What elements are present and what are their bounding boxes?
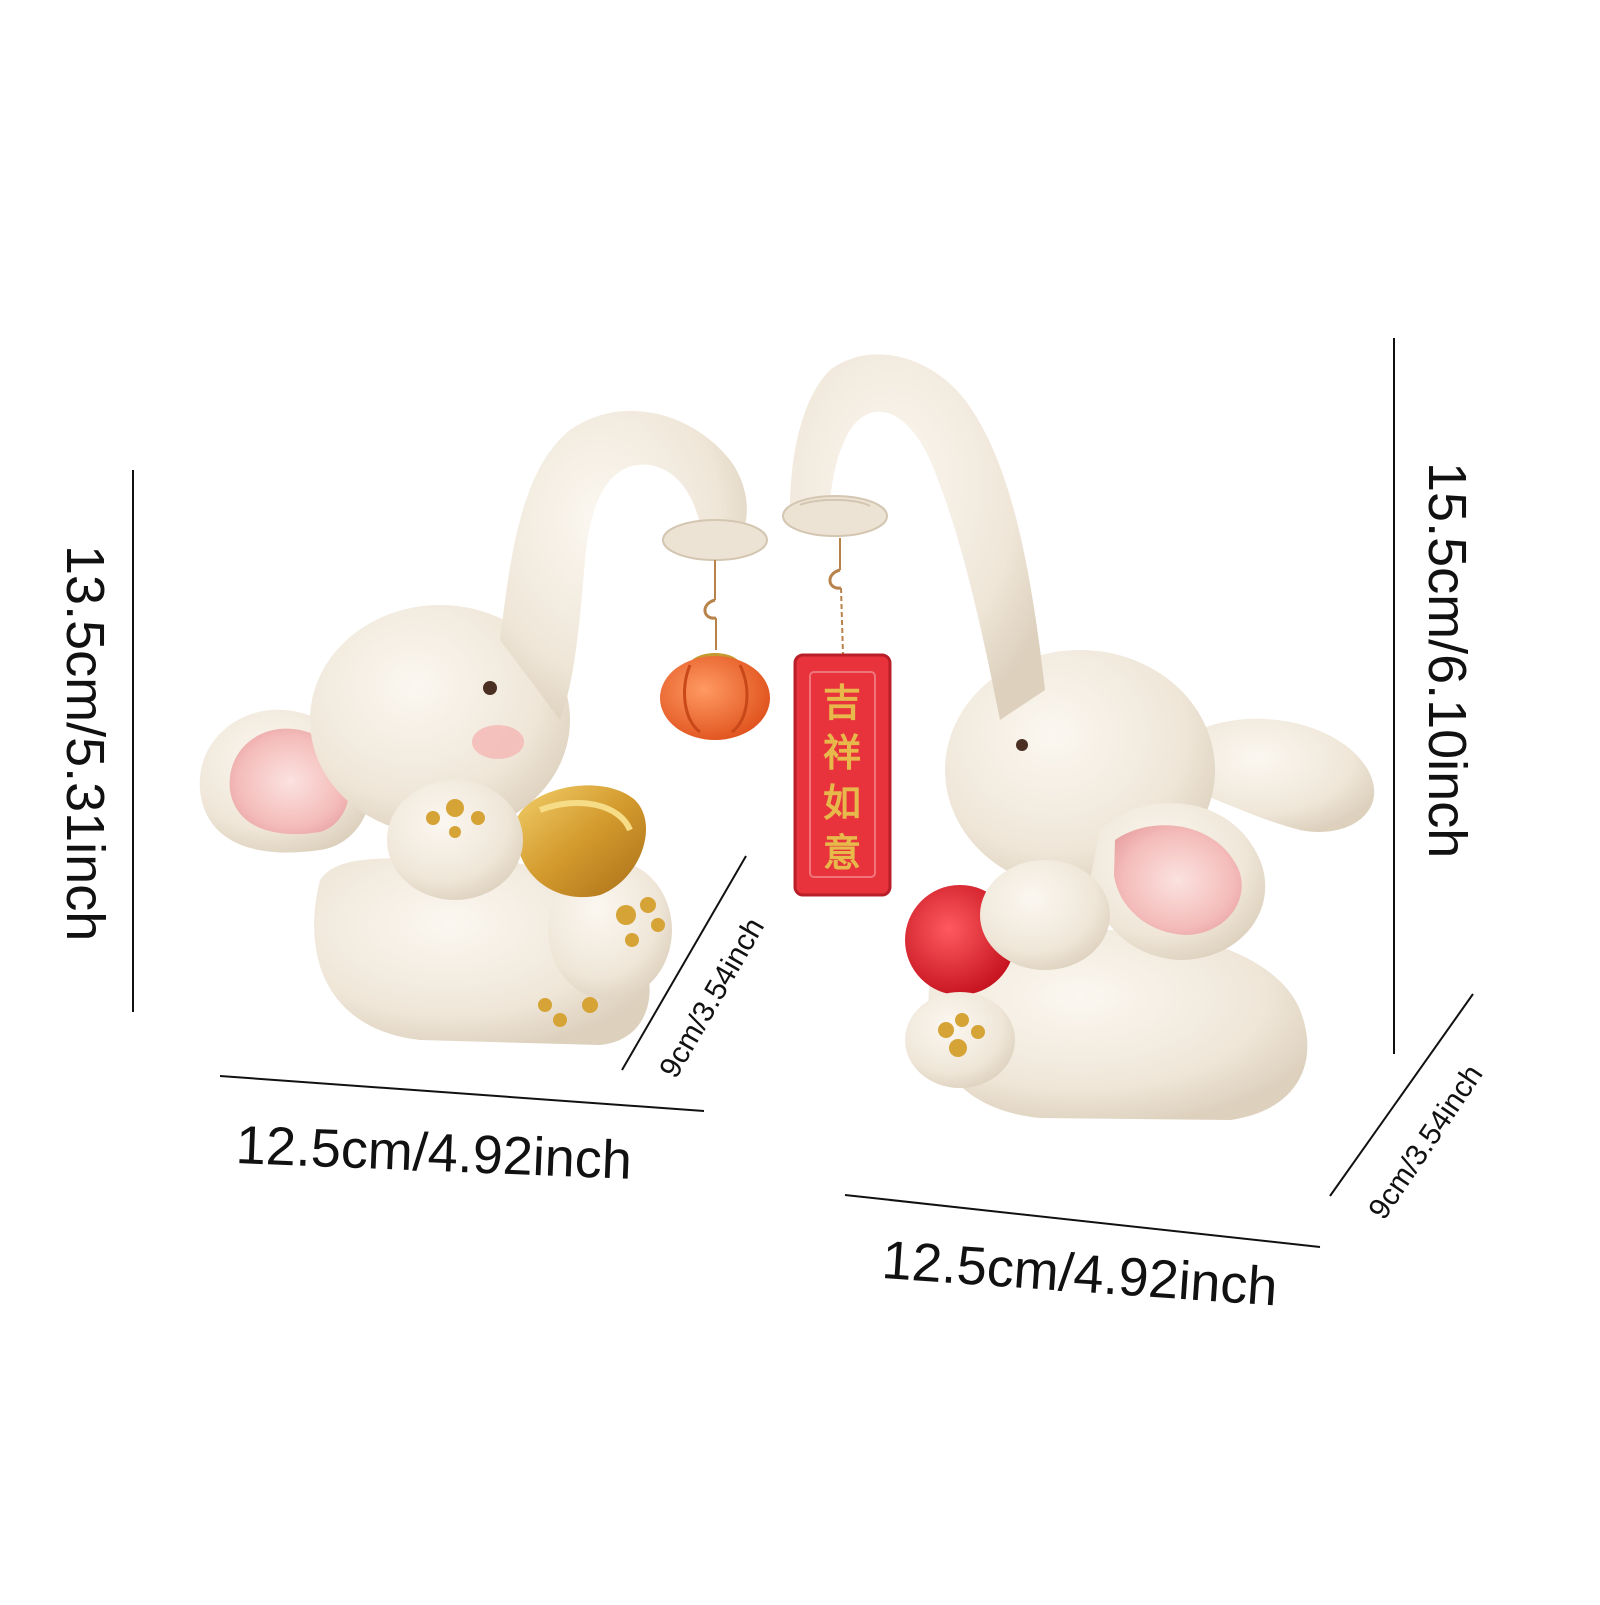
red-blessing-tag [793, 653, 892, 897]
left-width-line [219, 1075, 705, 1112]
left-depth-line [621, 855, 747, 1071]
right-depth-line [1329, 993, 1474, 1197]
left-width-label: 12.5cm/4.92inch [234, 1115, 634, 1191]
left-height-label: 13.5cm/5.31inch [55, 545, 115, 942]
pendant-char-3: 如 [822, 781, 861, 825]
pendant-char-4: 意 [822, 831, 861, 875]
left-elephant-figurine [199, 410, 770, 1045]
right-height-label: 15.5cm/6.10inch [1417, 462, 1477, 859]
pendant-char-2: 祥 [822, 731, 861, 775]
pendant-char-1: 吉 [822, 681, 861, 725]
right-elephant-figurine [782, 354, 1375, 1120]
right-width-line [844, 1194, 1321, 1248]
pendant-text: 吉 祥 如 意 [812, 678, 872, 878]
persimmon-charm [660, 653, 770, 740]
